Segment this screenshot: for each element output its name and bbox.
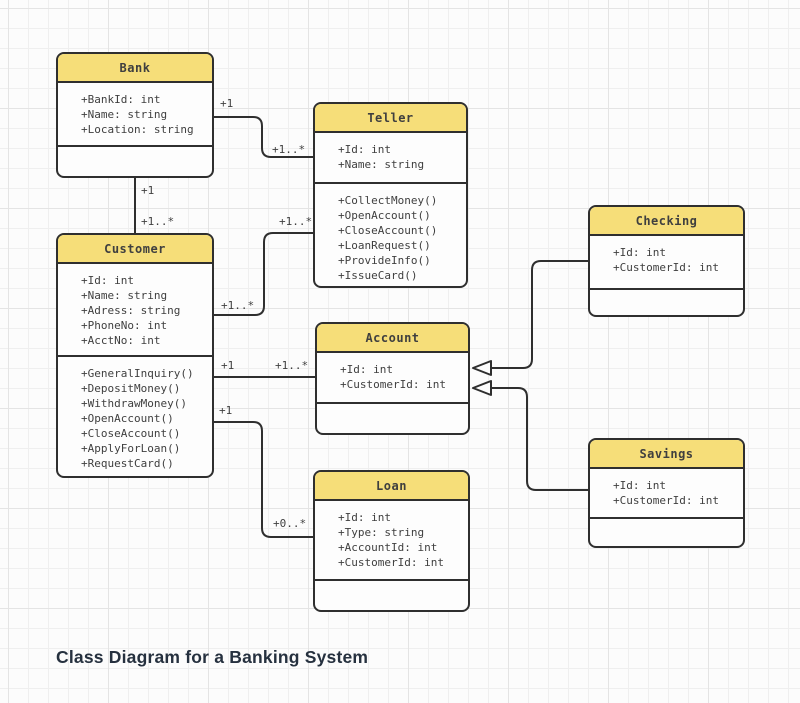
class-box-account[interactable]: Account +Id: int +CustomerId: int xyxy=(315,322,470,435)
class-name: Bank xyxy=(119,60,151,75)
member-line: +ApplyForLoan() xyxy=(81,442,181,455)
member-line: +Id: int xyxy=(613,479,666,492)
member-line: +LoanRequest() xyxy=(338,238,431,252)
member-line: +PhoneNo: int xyxy=(81,319,168,332)
multiplicity-label-bank-teller-from: +1 xyxy=(220,97,234,110)
class-attributes: +Id: int +CustomerId: int xyxy=(590,469,743,519)
member-line: +CustomerId: int xyxy=(613,261,719,274)
member-line: +Id: int xyxy=(81,274,134,287)
member-line: +CloseAccount() xyxy=(338,223,438,237)
class-header: Savings xyxy=(590,440,743,469)
member-line: +RequestCard() xyxy=(81,457,174,470)
member-line: +Name: string xyxy=(338,158,425,171)
class-name: Checking xyxy=(635,213,698,228)
class-header: Customer xyxy=(58,235,212,264)
multiplicity-label-customer-teller-from: +1..* xyxy=(221,299,255,312)
class-header: Bank xyxy=(58,54,212,83)
multiplicity-label-customer-account-to: +1..* xyxy=(275,359,309,372)
class-header: Loan xyxy=(315,472,468,501)
connector-savings-account xyxy=(490,387,589,491)
class-methods: +GeneralInquiry() +DepositMoney() +Withdra… xyxy=(58,357,212,476)
class-name: Account xyxy=(365,330,420,345)
class-attributes: +Id: int +Name: string +Adress: string +Pho… xyxy=(58,264,212,357)
member-line: +CustomerId: int xyxy=(338,556,444,569)
member-line: +Id: int xyxy=(340,363,393,376)
member-line: +ProvideInfo() xyxy=(338,253,431,267)
multiplicity-label-customer-loan-to: +0..* xyxy=(273,517,307,530)
class-name: Customer xyxy=(104,241,166,256)
member-line: +Location: string xyxy=(81,123,194,136)
generalization-arrowhead-checking xyxy=(472,360,492,376)
member-line: +CustomerId: int xyxy=(613,494,719,507)
class-methods xyxy=(590,519,743,546)
class-box-checking[interactable]: Checking +Id: int +CustomerId: int xyxy=(588,205,745,317)
class-attributes: +Id: int +Type: string +AccountId: int +Cus… xyxy=(315,501,468,581)
class-name: Teller xyxy=(367,110,414,125)
class-methods xyxy=(315,581,468,610)
member-line: +AcctNo: int xyxy=(81,334,161,347)
member-line: +IssueCard() xyxy=(338,268,418,282)
class-methods xyxy=(317,404,468,433)
multiplicity-label-customer-account-from: +1 xyxy=(221,359,235,372)
connector-customer-teller xyxy=(213,232,314,316)
member-line: +Name: string xyxy=(81,108,168,121)
multiplicity-label-customer-loan-from: +1 xyxy=(219,404,233,417)
class-methods xyxy=(58,147,212,176)
multiplicity-label-bank-customer-to: +1..* xyxy=(141,215,175,228)
class-box-loan[interactable]: Loan +Id: int +Type: string +AccountId: in… xyxy=(313,470,470,612)
member-line: +Adress: string xyxy=(81,304,181,317)
member-line: +GeneralInquiry() xyxy=(81,367,194,380)
class-name: Savings xyxy=(639,446,694,461)
class-attributes: +Id: int +CustomerId: int xyxy=(590,236,743,290)
member-line: +BankId: int xyxy=(81,93,161,106)
member-line: +OpenAccount() xyxy=(338,208,431,222)
multiplicity-label-customer-teller-to: +1..* xyxy=(279,215,313,228)
member-line: +DepositMoney() xyxy=(81,382,181,395)
member-line: +OpenAccount() xyxy=(81,412,174,425)
class-box-customer[interactable]: Customer +Id: int +Name: string +Adress: s… xyxy=(56,233,214,478)
member-line: +Name: string xyxy=(81,289,168,302)
class-methods: +CollectMoney()+OpenAccount()+CloseAccou… xyxy=(315,184,466,286)
connector-bank-teller xyxy=(212,116,314,158)
class-header: Teller xyxy=(315,104,466,133)
class-box-bank[interactable]: Bank +BankId: int +Name: string +Location:… xyxy=(56,52,214,178)
generalization-arrowhead-savings xyxy=(472,380,492,396)
member-line: +AccountId: int xyxy=(338,541,438,554)
multiplicity-label-bank-teller-to: +1..* xyxy=(272,143,306,156)
member-line: +Type: string xyxy=(338,526,425,539)
connector-checking-account xyxy=(490,260,589,369)
connector-customer-loan xyxy=(213,421,314,538)
class-attributes: +Id: int +Name: string xyxy=(315,133,466,184)
class-attributes: +Id: int +CustomerId: int xyxy=(317,353,468,404)
member-line: +CollectMoney() xyxy=(338,193,438,207)
class-box-teller[interactable]: Teller +Id: int +Name: string +CollectMon… xyxy=(313,102,468,288)
class-name: Loan xyxy=(376,478,407,493)
class-header: Account xyxy=(317,324,468,353)
member-line: +CloseAccount() xyxy=(81,427,181,440)
diagram-title: Class Diagram for a Banking System xyxy=(56,647,369,667)
member-line: +Id: int xyxy=(613,246,666,259)
multiplicity-label-bank-customer-from: +1 xyxy=(141,184,155,197)
class-box-savings[interactable]: Savings +Id: int +CustomerId: int xyxy=(588,438,745,548)
member-line: +CustomerId: int xyxy=(340,378,446,391)
member-line: +Id: int xyxy=(338,511,391,524)
class-methods xyxy=(590,290,743,315)
member-line: +WithdrawMoney() xyxy=(81,397,187,410)
class-attributes: +BankId: int +Name: string +Location: stri… xyxy=(58,83,212,147)
member-line: +Id: int xyxy=(338,143,391,156)
class-header: Checking xyxy=(590,207,743,236)
